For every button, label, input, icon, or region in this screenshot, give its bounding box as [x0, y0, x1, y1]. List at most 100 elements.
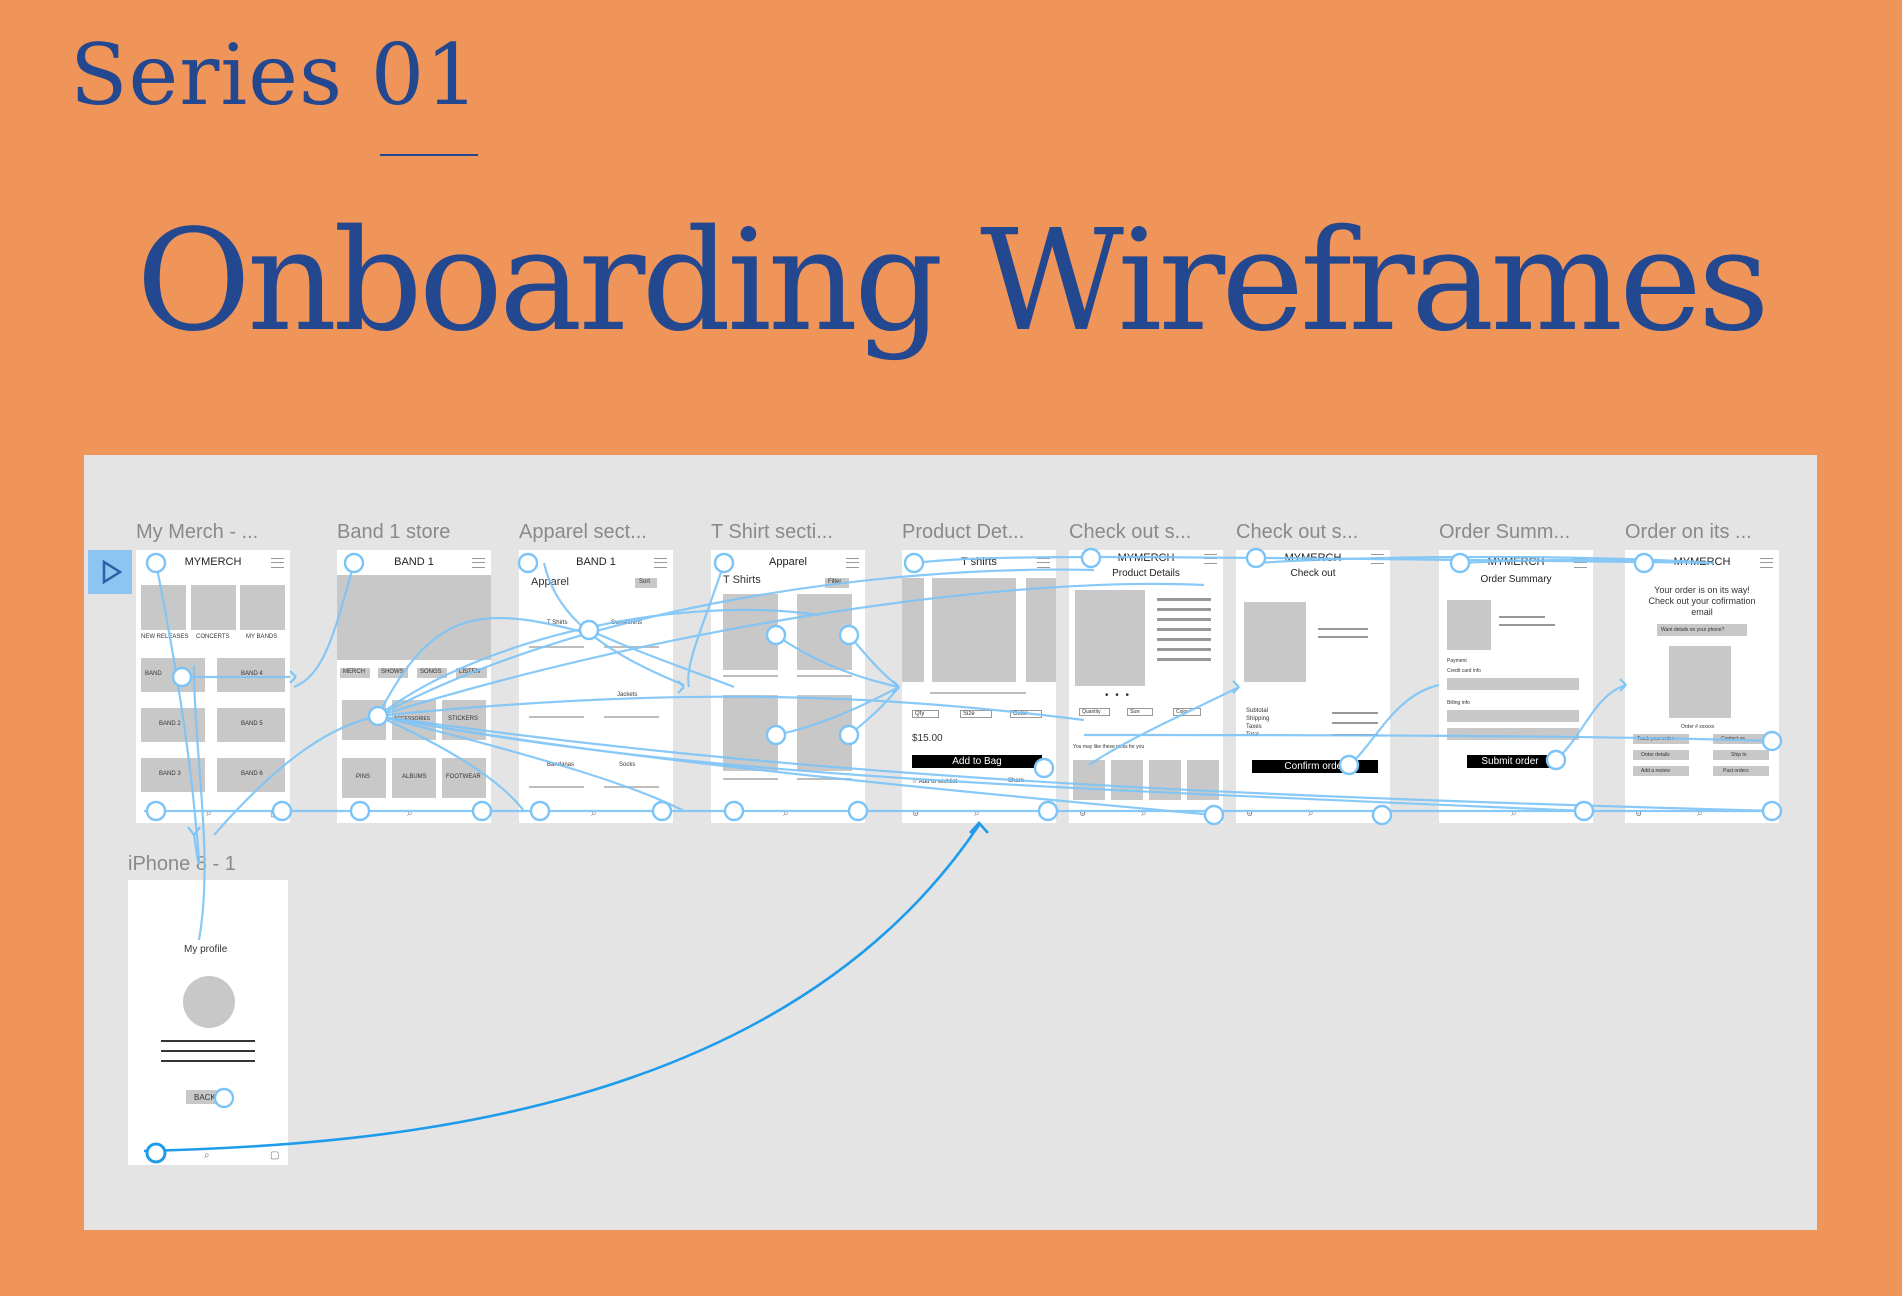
profile-title: My profile	[184, 944, 228, 955]
cart-icon[interactable]: ⊍	[1246, 808, 1254, 819]
frame-label-order-summary[interactable]: Order Summ...	[1439, 521, 1571, 543]
connection-wire	[1348, 683, 1440, 766]
submit-order-button[interactable]: Submit order	[1467, 755, 1553, 768]
connection-wire	[377, 616, 595, 717]
suggestion-image[interactable]	[1073, 760, 1105, 800]
cart-icon[interactable]: ⊍	[1635, 808, 1643, 819]
hotspot-node	[713, 552, 735, 574]
frame-label-apparel[interactable]: Apparel sect...	[519, 521, 647, 543]
frame-product-details[interactable]: T shirts Qty Size Color $15.00 Add to Ba…	[902, 550, 1056, 823]
search-icon[interactable]: ⌕	[1511, 808, 1517, 819]
hotspot-node	[1371, 804, 1393, 826]
menu-icon[interactable]	[1037, 558, 1050, 568]
search-icon[interactable]: ⌕	[1308, 808, 1314, 819]
cart-icon[interactable]: ⊍	[1079, 808, 1087, 819]
billing-input[interactable]	[1447, 710, 1579, 722]
hotspot-node	[349, 800, 371, 822]
band-button[interactable]: BAND 5	[217, 708, 285, 742]
search-icon[interactable]: ⌕	[783, 808, 789, 819]
tile-image	[240, 585, 285, 630]
prototype-canvas[interactable]: My Merch - ... Band 1 store Apparel sect…	[84, 455, 1817, 1230]
hotspot-node	[1449, 552, 1471, 574]
hotspot-node	[171, 666, 193, 688]
action-button[interactable]: Past orders	[1713, 766, 1769, 776]
product-image	[1669, 646, 1731, 718]
hotspot-node	[838, 724, 860, 746]
phone-details-button[interactable]: Want details on your phone?	[1657, 624, 1747, 636]
search-icon[interactable]: ⌕	[206, 808, 212, 819]
action-button[interactable]: Order details	[1633, 750, 1689, 760]
tab-merch[interactable]: MERCH	[340, 668, 370, 678]
quantity-select[interactable]: Quantity	[1079, 708, 1110, 716]
frame-tshirt[interactable]: Apparel T Shirts Filter ⌕	[711, 550, 865, 823]
frame-profile[interactable]: My profile BACK ⌕▢	[128, 880, 288, 1165]
hotspot-node	[145, 552, 167, 574]
band-button[interactable]: BAND 3	[141, 758, 205, 792]
store-item[interactable]: ALBUMS	[392, 758, 436, 798]
frame-label-profile[interactable]: iPhone 8 - 1	[128, 853, 236, 875]
search-icon[interactable]: ⌕	[204, 1150, 210, 1161]
store-item[interactable]: FOOTWEAR	[442, 758, 486, 798]
action-button[interactable]: Add a review	[1633, 766, 1689, 776]
frame-label-band-store[interactable]: Band 1 store	[337, 521, 451, 543]
menu-icon[interactable]	[846, 558, 859, 568]
suggestion-image[interactable]	[1111, 760, 1143, 800]
hotspot-node	[765, 724, 787, 746]
size-select[interactable]: Size	[960, 710, 992, 718]
frame-label-order-on-way[interactable]: Order on its ...	[1625, 521, 1752, 543]
action-button[interactable]: Ship to	[1713, 750, 1769, 760]
tab-songs[interactable]: SONGS	[417, 668, 447, 678]
qty-select[interactable]: Qty	[912, 710, 940, 718]
frame-band-store[interactable]: BAND 1 MERCH SHOWS SONGS LISTEN ACCESSOR…	[337, 550, 491, 823]
frame-label-tshirt[interactable]: T Shirt secti...	[711, 521, 833, 543]
hotspot-node	[1033, 757, 1055, 779]
band-button[interactable]: BAND 4	[217, 658, 285, 692]
menu-icon[interactable]	[1760, 558, 1773, 568]
divider	[797, 675, 852, 677]
cart-icon[interactable]: ⊍	[912, 808, 920, 819]
carousel-dots[interactable]: • • •	[1105, 690, 1132, 701]
size-select[interactable]: Size	[1127, 708, 1153, 716]
connection-wire	[377, 582, 1205, 718]
band-button[interactable]: BAND 2	[141, 708, 205, 742]
connection-wire	[687, 562, 726, 688]
hotspot-node	[271, 800, 293, 822]
frame-label-checkout-2[interactable]: Check out s...	[1236, 521, 1359, 543]
connection-wire	[1555, 683, 1627, 761]
divider	[529, 716, 584, 718]
frame-checkout-1[interactable]: MYMERCH Product Details • • • Quantity S…	[1069, 550, 1223, 823]
divider	[723, 675, 778, 677]
connection-wire	[213, 714, 379, 836]
tab-shows[interactable]: SHOWS	[378, 668, 408, 678]
frame-order-summary[interactable]: MYMERCH Order Summary Payment Credit car…	[1439, 550, 1593, 823]
card-input[interactable]	[1447, 678, 1579, 690]
frame-label-product[interactable]: Product Det...	[902, 521, 1025, 543]
store-item[interactable]: PINS	[342, 758, 386, 798]
hotspot-node	[471, 800, 493, 822]
search-icon[interactable]: ⌕	[591, 808, 597, 819]
wishlist-link[interactable]: ☆ Add to wishlist	[912, 779, 958, 785]
frame-label-my-merch[interactable]: My Merch - ...	[136, 521, 259, 543]
menu-icon[interactable]	[654, 558, 667, 568]
search-icon[interactable]: ⌕	[1697, 808, 1703, 819]
frame-order-on-way[interactable]: MYMERCH Your order is on its way! Check …	[1625, 550, 1779, 823]
bag-icon[interactable]: ▢	[270, 1150, 280, 1161]
add-to-bag-button[interactable]: Add to Bag	[912, 755, 1042, 768]
frame-label-checkout-1[interactable]: Check out s...	[1069, 521, 1192, 543]
product-image	[1075, 590, 1145, 686]
search-icon[interactable]: ⌕	[1141, 808, 1147, 819]
color-select[interactable]: Color	[1173, 708, 1201, 716]
search-icon[interactable]: ⌕	[407, 808, 413, 819]
search-icon[interactable]: ⌕	[974, 808, 980, 819]
play-button[interactable]	[88, 550, 132, 594]
frame-subheader: Check out	[1290, 568, 1336, 579]
divider	[529, 646, 584, 648]
menu-icon[interactable]	[271, 558, 284, 568]
menu-icon[interactable]	[472, 558, 485, 568]
avatar[interactable]	[183, 976, 235, 1028]
arrow-head-icon	[289, 670, 297, 684]
connection-wire	[542, 562, 685, 687]
divider	[529, 786, 584, 788]
hotspot-node	[1761, 800, 1783, 822]
sort-button[interactable]: Sort	[635, 578, 657, 588]
